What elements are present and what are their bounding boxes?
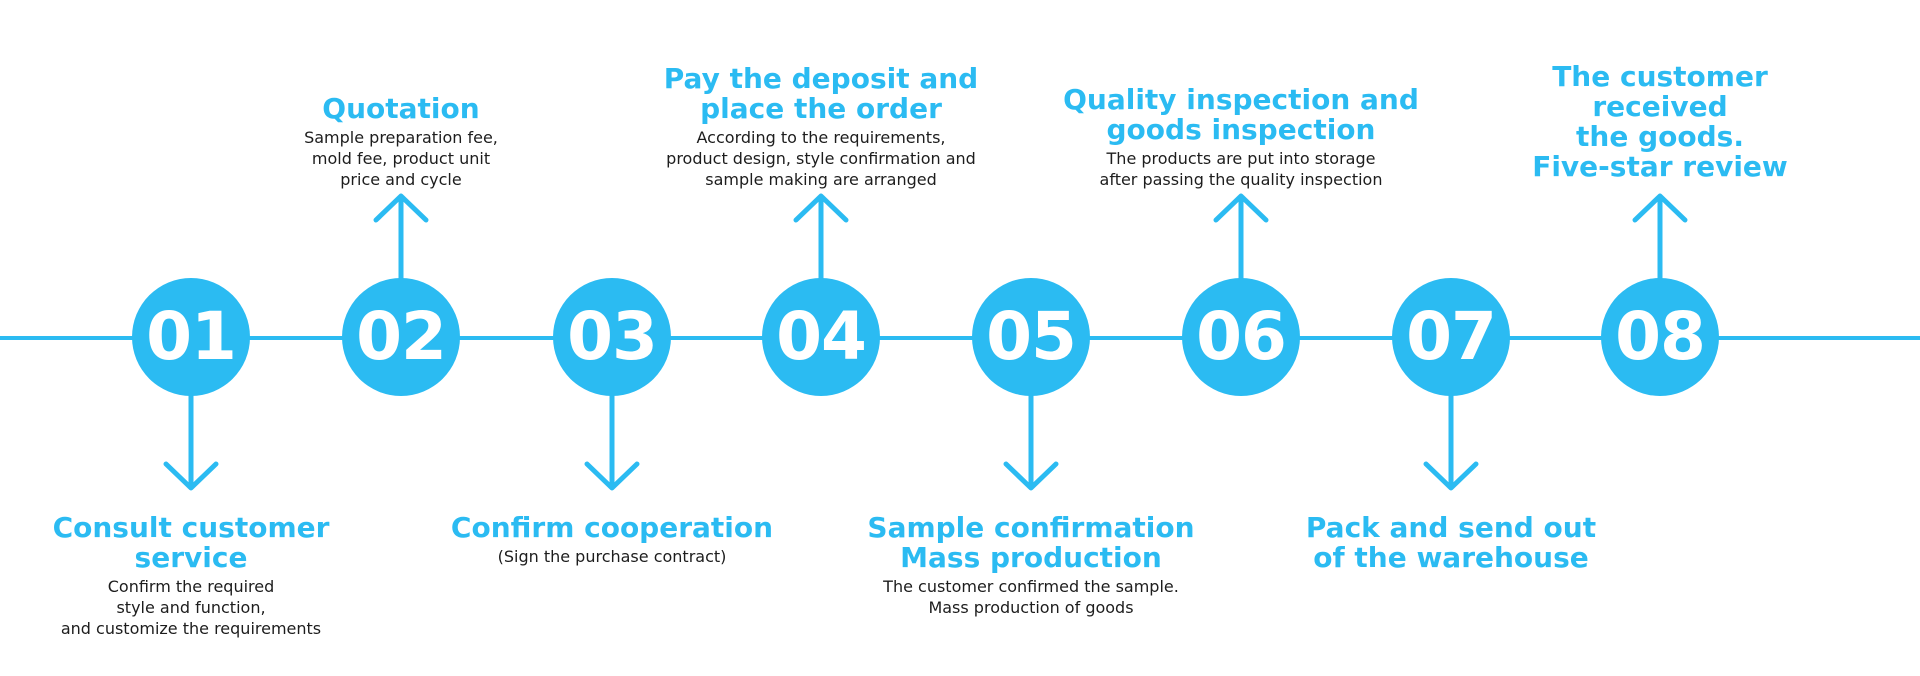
step-description: The customer confirmed the sample. Mass … xyxy=(883,577,1179,617)
arrow-up-icon xyxy=(1213,193,1269,285)
step-title: Confirm cooperation xyxy=(450,511,774,544)
step-title: Sample confirmation Mass production xyxy=(867,511,1195,574)
step-description: Confirm the required style and function,… xyxy=(60,577,322,638)
step-text-08: The customer received the goods. Five-st… xyxy=(1480,62,1840,182)
step-number-circle-05: 05 xyxy=(972,278,1090,396)
step-number-circle-02: 02 xyxy=(342,278,460,396)
step-number-circle-07: 07 xyxy=(1392,278,1510,396)
step-number-circle-04: 04 xyxy=(762,278,880,396)
step-description: The products are put into storage after … xyxy=(1099,149,1383,189)
step-description: According to the requirements, product d… xyxy=(666,128,976,189)
step-description: Sample preparation fee, mold fee, produc… xyxy=(304,128,498,189)
step-text-07: Pack and send out of the warehouse xyxy=(1271,513,1631,573)
arrow-up-icon xyxy=(373,193,429,285)
step-title: Quality inspection and goods inspection xyxy=(1063,83,1419,146)
step-title: Quotation xyxy=(322,92,480,125)
arrow-up-icon xyxy=(1632,193,1688,285)
step-text-03: Confirm cooperation (Sign the purchase co… xyxy=(432,513,792,567)
step-title: Pack and send out of the warehouse xyxy=(1305,511,1597,574)
arrow-up-icon xyxy=(793,193,849,285)
arrow-down-icon xyxy=(1003,393,1059,491)
step-number-circle-08: 08 xyxy=(1601,278,1719,396)
step-description: (Sign the purchase contract) xyxy=(497,547,727,566)
arrow-down-icon xyxy=(1423,393,1479,491)
arrow-down-icon xyxy=(163,393,219,491)
step-number-circle-03: 03 xyxy=(553,278,671,396)
arrow-down-icon xyxy=(584,393,640,491)
step-number-circle-06: 06 xyxy=(1182,278,1300,396)
step-title: Consult customer service xyxy=(52,511,330,574)
step-number-circle-01: 01 xyxy=(132,278,250,396)
timeline-line xyxy=(0,336,1920,340)
step-title: Pay the deposit and place the order xyxy=(663,62,979,125)
step-title: The customer received the goods. Five-st… xyxy=(1532,60,1788,183)
